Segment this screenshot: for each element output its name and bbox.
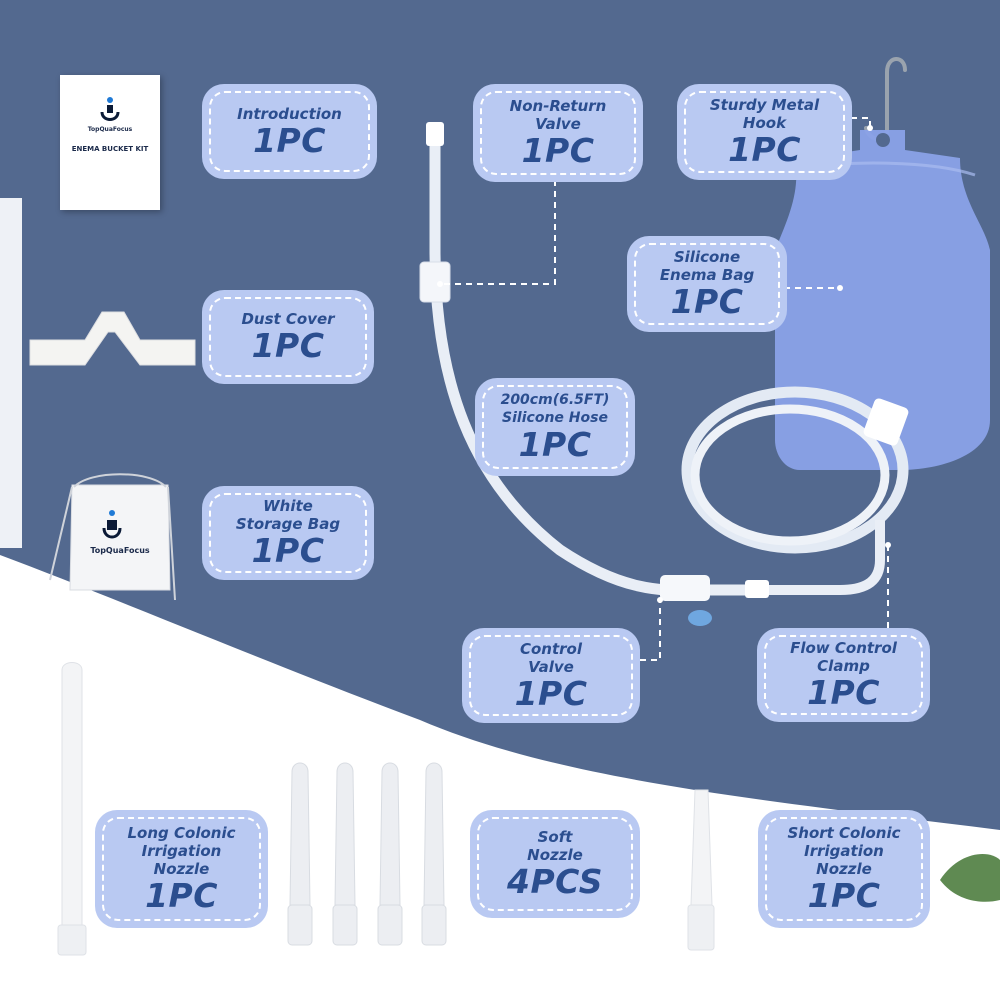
plant-leaf-icon — [940, 854, 1000, 902]
brand-logo-icon — [100, 97, 120, 121]
label-name: Control Valve — [519, 639, 582, 676]
label-quantity: 1PC — [728, 130, 801, 169]
label-name: Sturdy Metal Hook — [709, 96, 820, 132]
label-quantity: 1PC — [251, 326, 325, 365]
label-quantity: 1PC — [670, 282, 744, 321]
white-floor — [0, 555, 1000, 1000]
label-quantity: 4PCS — [507, 862, 603, 901]
long-nozzle-icon — [61, 662, 83, 926]
label-quantity: 1PC — [807, 876, 881, 915]
label-name: White Storage Bag — [235, 497, 341, 533]
label-name: Soft Nozzle — [527, 828, 583, 864]
control-valve-icon — [660, 575, 710, 601]
booklet-brand: TopQuaFocus — [87, 126, 133, 133]
label-name: 200cm(6.5FT) Silicone Hose — [500, 392, 610, 426]
storage-bag-icon — [69, 484, 171, 591]
booklet-title: ENEMA BUCKET KIT — [71, 145, 149, 153]
label-name: Long Colonic Irrigation Nozzle — [127, 824, 236, 878]
label-silicone-hose: 200cm(6.5FT) Silicone Hose 1PC — [475, 378, 635, 476]
label-quantity: 1PC — [145, 876, 218, 915]
enema-bag-icon — [775, 130, 990, 470]
label-introduction: Introduction 1PC — [202, 84, 377, 179]
label-quantity: 1PC — [251, 531, 325, 570]
short-nozzle-icon — [690, 789, 713, 906]
label-non-return-valve: Non-Return Valve 1PC — [473, 84, 643, 182]
label-sturdy-metal-hook: Sturdy Metal Hook 1PC — [677, 84, 852, 180]
label-quantity: 1PC — [807, 673, 880, 712]
non-return-valve-icon — [419, 261, 451, 303]
silicone-hose-icon — [429, 129, 766, 597]
label-name: Flow Control Clamp — [790, 639, 897, 675]
label-soft-nozzle: Soft Nozzle 4PCS — [470, 810, 640, 918]
hose-tip-icon — [426, 122, 444, 146]
label-silicone-enema-bag: Silicone Enema Bag 1PC — [627, 236, 787, 332]
label-quantity: 1PC — [521, 131, 595, 170]
white-strip — [0, 198, 22, 548]
metal-hook-icon — [885, 57, 907, 132]
hose-coil-icon — [681, 386, 909, 554]
label-name: Short Colonic Irrigation Nozzle — [787, 824, 901, 878]
label-quantity: 1PC — [253, 120, 326, 160]
dust-cover-icon — [29, 311, 196, 366]
label-short-colonic-irrigation-nozzle: Short Colonic Irrigation Nozzle 1PC — [758, 810, 930, 928]
label-name: Introduction — [237, 104, 342, 123]
label-name: Non-Return Valve — [509, 97, 607, 133]
label-quantity: 1PC — [518, 425, 592, 464]
soft-nozzles-icon — [287, 762, 447, 946]
storage-bag-brand: TopQuaFocus — [90, 546, 150, 555]
introduction-booklet: TopQuaFocus ENEMA BUCKET KIT — [60, 75, 160, 210]
label-name: Silicone Enema Bag — [659, 248, 755, 284]
label-long-colonic-irrigation-nozzle: Long Colonic Irrigation Nozzle 1PC — [95, 810, 268, 928]
label-quantity: 1PC — [514, 673, 588, 713]
flow-clamp-icon — [863, 398, 909, 446]
label-name: Dust Cover — [241, 310, 335, 328]
label-dust-cover: Dust Cover 1PC — [202, 290, 374, 384]
storage-bag-logo-icon — [102, 510, 122, 539]
label-control-valve: Control Valve 1PC — [462, 628, 640, 723]
label-flow-control-clamp: Flow Control Clamp 1PC — [757, 628, 930, 722]
label-white-storage-bag: White Storage Bag 1PC — [202, 486, 374, 580]
